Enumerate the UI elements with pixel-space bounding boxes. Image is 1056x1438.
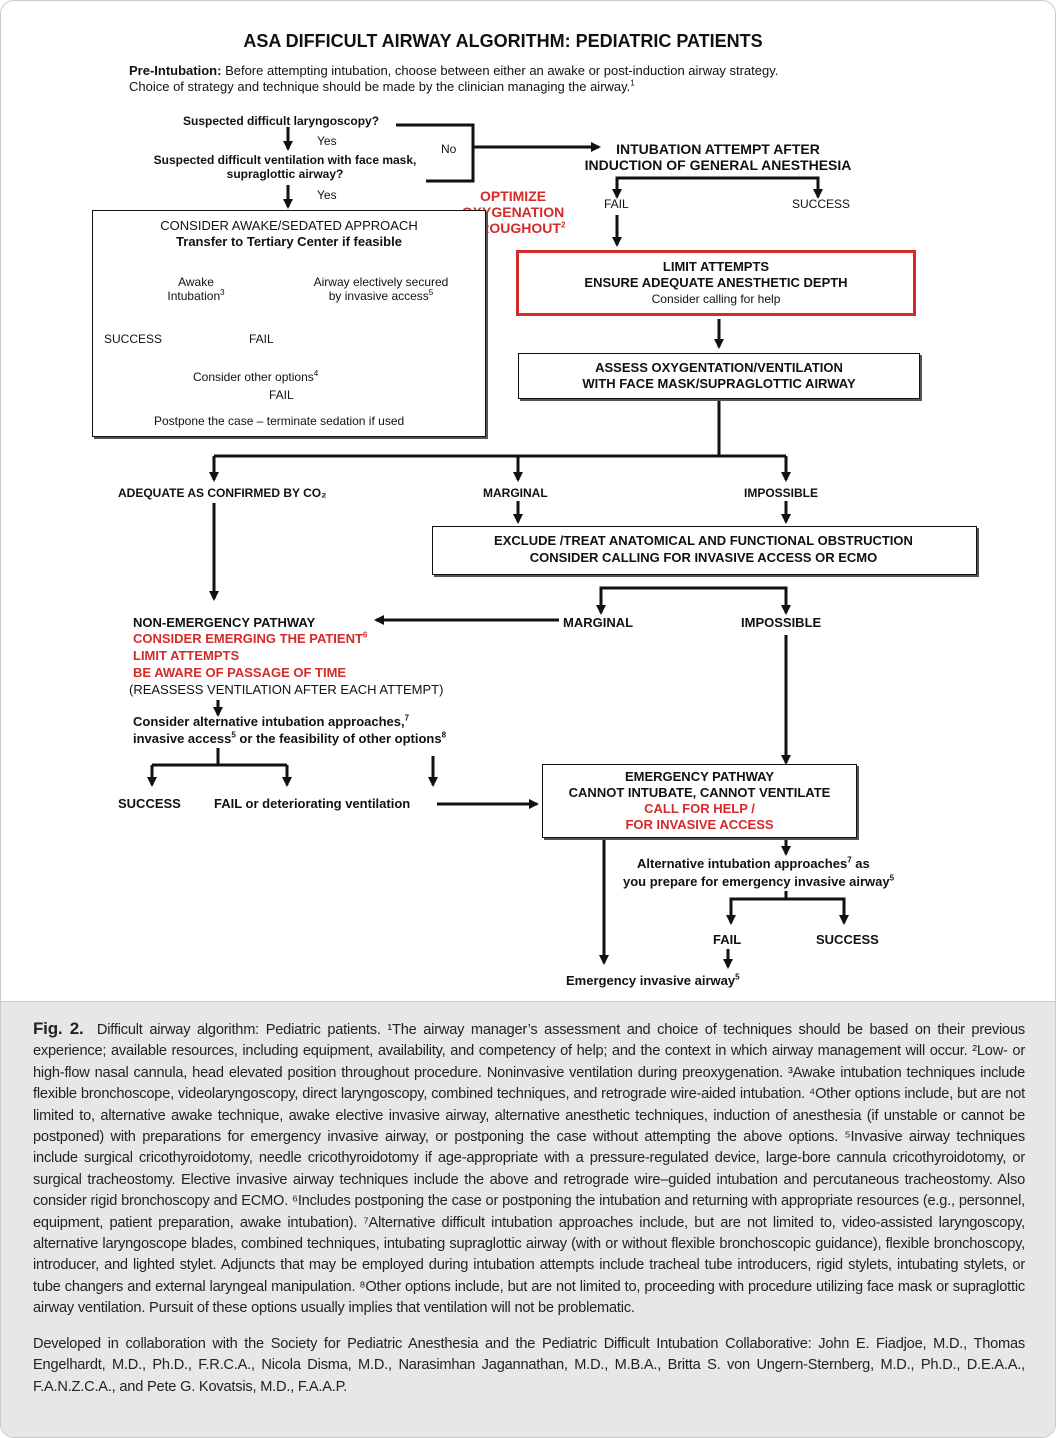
marginal-label-1: MARGINAL	[483, 486, 548, 500]
limit-attempts-box: LIMIT ATTEMPTS ENSURE ADEQUATE ANESTHETI…	[516, 250, 916, 316]
awake-fail-label: FAIL	[249, 332, 274, 346]
footnote-ref: 5	[231, 730, 236, 740]
assess-line2: WITH FACE MASK/SUPRAGLOTTIC AIRWAY	[582, 376, 856, 391]
alt-emergency-line1: Alternative intubation approaches7 as	[637, 855, 870, 872]
emergency-invasive-text: Emergency invasive airway	[566, 973, 736, 988]
elective-invasive-line1: Airway electively secured	[313, 275, 449, 289]
pre-intubation-line1: Pre-Intubation: Before attempting intuba…	[129, 63, 779, 79]
footnote-ref: 2	[560, 220, 566, 230]
pre-intubation-text1: Before attempting intubation, choose bet…	[225, 63, 779, 78]
emergency-line1: EMERGENCY PATHWAY	[624, 769, 775, 784]
marginal-label-2: MARGINAL	[563, 615, 634, 630]
diagram-title: ASA DIFFICULT AIRWAY ALGORITHM: PEDIATRI…	[243, 31, 763, 51]
connectors	[122, 123, 849, 969]
non-emergency-success: SUCCESS	[118, 796, 181, 811]
footnote-ref: 6	[362, 630, 368, 640]
awake-intubation-line1: Awake	[178, 275, 214, 289]
footnote-ref: 5	[428, 287, 434, 297]
no-label: No	[441, 142, 457, 156]
exclude-line2: CONSIDER CALLING FOR INVASIVE ACCESS OR …	[529, 550, 878, 565]
q1-yes-label: Yes	[317, 134, 337, 148]
consider-alt-text2a: invasive access	[133, 731, 232, 746]
adequate-label: ADEQUATE AS CONFIRMED BY CO₂	[118, 486, 327, 500]
q2-yes-label: Yes	[317, 188, 337, 202]
footnote-ref: 3	[220, 287, 225, 297]
pre-intubation-text2: Choice of strategy and technique should …	[129, 79, 631, 94]
non-emergency-title: NON-EMERGENCY PATHWAY	[133, 615, 316, 630]
postpone-case: Postpone the case – terminate sedation i…	[154, 414, 405, 428]
consider-emerging: CONSIDER EMERGING THE PATIENT6	[133, 630, 368, 647]
question-ventilation-line2: supraglottic airway?	[226, 166, 344, 181]
pre-intubation-line2: Choice of strategy and technique should …	[129, 78, 635, 95]
emergency-line4: FOR INVASIVE ACCESS	[625, 817, 774, 832]
question-ventilation: Suspected difficult ventilation with fac…	[139, 153, 431, 182]
emergency-invasive-airway: Emergency invasive airway5	[566, 972, 740, 989]
fail-deteriorating: FAIL or deteriorating ventilation	[214, 796, 411, 811]
emergency-line2: CANNOT INTUBATE, CANNOT VENTILATE	[568, 785, 831, 800]
limit-attempts-red: LIMIT ATTEMPTS	[133, 648, 240, 663]
emergency-line3: CALL FOR HELP /	[644, 801, 755, 816]
alt-emergency-text1-end: as	[851, 856, 870, 871]
induction-success-label: SUCCESS	[792, 197, 851, 211]
consider-emerging-text: CONSIDER EMERGING THE PATIENT	[133, 631, 363, 646]
consider-alternative-line1: Consider alternative intubation approach…	[133, 713, 410, 730]
awake-intubation-label: Awake Intubation3	[141, 275, 251, 304]
alt-emergency-text1: Alternative intubation approaches	[637, 856, 848, 871]
impossible-label-1: IMPOSSIBLE	[744, 486, 819, 500]
question-ventilation-line1: Suspected difficult ventilation with fac…	[153, 153, 417, 167]
consider-alt-text1: Consider alternative intubation approach…	[133, 714, 405, 729]
emergency-fail-label: FAIL	[713, 932, 742, 947]
consider-alt-text2b: or the feasibility of other options	[235, 731, 442, 746]
awake-box-title: CONSIDER AWAKE/SEDATED APPROACH	[160, 218, 418, 233]
footnote-ref: 4	[313, 369, 319, 378]
consider-alternative-line2: invasive access5 or the feasibility of o…	[133, 730, 447, 747]
pre-intubation-label: Pre-Intubation:	[129, 63, 222, 78]
exclude-obstruction-box: EXCLUDE /TREAT ANATOMICAL AND FUNCTIONAL…	[432, 526, 977, 575]
footnote-ref: 5	[735, 972, 740, 982]
awake-intubation-line2: Intubation	[167, 288, 221, 303]
footnote-ref: 5	[889, 873, 895, 883]
footnote-ref: 8	[441, 730, 447, 740]
awake-approach-box	[92, 210, 486, 437]
induction-attempt: INTUBATION ATTEMPT AFTER INDUCTION OF GE…	[573, 141, 863, 173]
figure-caption: Fig. 2. Difficult airway algorithm: Pedi…	[1, 1001, 1055, 1437]
optimize-line1: OPTIMIZE	[479, 188, 547, 204]
impossible-label-2: IMPOSSIBLE	[741, 615, 822, 630]
limit-line3: Consider calling for help	[651, 292, 781, 306]
awake-fail2-label: FAIL	[269, 388, 294, 402]
exclude-line1: EXCLUDE /TREAT ANATOMICAL AND FUNCTIONAL…	[494, 533, 913, 548]
consider-other-options: Consider other options4	[193, 369, 319, 385]
footnote-ref: 7	[847, 855, 852, 865]
passage-of-time: BE AWARE OF PASSAGE OF TIME	[133, 665, 347, 680]
alt-emergency-line2: you prepare for emergency invasive airwa…	[623, 873, 895, 890]
footnote-ref: 7	[404, 713, 410, 723]
optimize-line2: OXYGENATION	[461, 204, 565, 220]
consider-other-text: Consider other options	[193, 370, 314, 384]
induction-line2: INDUCTION OF GENERAL ANESTHESIA	[584, 157, 852, 174]
limit-line1: LIMIT ATTEMPTS	[662, 259, 770, 274]
flowchart: ASA DIFFICULT AIRWAY ALGORITHM: PEDIATRI…	[1, 1, 1055, 1001]
caption-paragraph: Fig. 2. Difficult airway algorithm: Pedi…	[33, 1018, 1025, 1320]
caption-credit: Developed in collaboration with the Soci…	[33, 1335, 1025, 1395]
question-laryngoscopy: Suspected difficult laryngoscopy?	[183, 114, 380, 128]
limit-line2: ENSURE ADEQUATE ANESTHETIC DEPTH	[584, 275, 848, 290]
emergency-success-label: SUCCESS	[816, 932, 879, 947]
assess-oxygenation-box: ASSESS OXYGENTATION/VENTILATION WITH FAC…	[518, 353, 920, 399]
footnote-ref: 1	[630, 78, 635, 88]
awake-success-label: SUCCESS	[104, 332, 163, 346]
awake-box-subtitle: Transfer to Tertiary Center if feasible	[176, 234, 402, 249]
assess-line1: ASSESS OXYGENTATION/VENTILATION	[595, 360, 843, 375]
figure-number: Fig. 2.	[33, 1019, 84, 1038]
reassess-ventilation: (REASSESS VENTILATION AFTER EACH ATTEMPT…	[129, 682, 444, 697]
alt-emergency-text2: you prepare for emergency invasive airwa…	[623, 874, 890, 889]
elective-invasive-line2: by invasive access	[328, 288, 429, 303]
caption-text: Difficult airway algorithm: Pediatric pa…	[33, 1022, 1025, 1317]
induction-fail-label: FAIL	[604, 197, 629, 211]
elective-invasive-label: Airway electively secured by invasive ac…	[296, 275, 466, 304]
induction-line1: INTUBATION ATTEMPT AFTER	[616, 141, 820, 157]
emergency-pathway-box: EMERGENCY PATHWAY CANNOT INTUBATE, CANNO…	[542, 764, 857, 838]
